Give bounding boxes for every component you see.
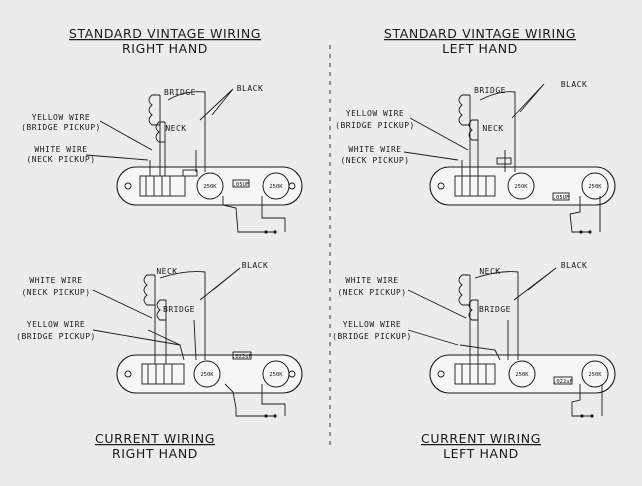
label-yellow-wire: YELLOW WIRE [346,109,404,118]
white-leader [85,154,149,161]
capacitor-label: .022uF [232,354,252,360]
label-yellow-wire: YELLOW WIRE [343,320,401,329]
label-white-wire: WHITE WIRE [34,145,87,154]
black-leader [513,267,557,301]
selector-switch [454,363,496,385]
bridge-pickup-coil [156,299,166,321]
volume-pot [193,360,221,388]
volume-pot [508,360,536,388]
capacitor [232,179,250,188]
label-bridge: BRIDGE [474,86,506,95]
panel-current-left-title: CURRENT WIRING [421,431,541,446]
panel-standard-right-title: STANDARD VINTAGE WIRING [69,26,261,41]
label-black: BLACK [237,84,264,93]
panel-current-right-title: CURRENT WIRING [95,431,215,446]
yellow-leader [409,117,469,151]
label-white-sub: (NECK PICKUP) [26,155,95,164]
panel-current-left: 250K 250K .022uF NECK BRIDGE BLACK WHITE… [332,261,616,461]
label-neck: NECK [482,124,503,133]
yellow-leader [92,329,181,346]
tone-pot [581,360,609,388]
volume-pot-value: 250K [203,184,217,190]
panel-current-right: 250K 250K .022uF NECK BRIDGE BLACK WHITE… [16,261,303,461]
label-neck: NECK [165,124,186,133]
panel-standard-left-subtitle: LEFT HAND [442,41,518,56]
label-yellow-sub: (BRIDGE PICKUP) [335,121,415,130]
panel-standard-right-subtitle: RIGHT HAND [122,41,208,56]
selector-switch [141,363,185,385]
label-neck: NECK [156,267,177,276]
capacitor [553,376,573,385]
capacitor [232,351,252,360]
white-leader [92,289,153,319]
tone-pot-value: 250K [588,184,602,190]
black-leader [199,267,241,301]
label-bridge: BRIDGE [164,88,196,97]
plate-screw [124,182,132,190]
neck-pickup-coil [143,274,155,306]
label-white-wire: WHITE WIRE [348,145,401,154]
volume-pot-value: 250K [515,372,529,378]
volume-pot [196,172,224,200]
neck-pickup-coil [458,274,470,306]
volume-pot [507,172,535,200]
capacitor-label: .05UF [233,182,250,188]
label-yellow-wire: YELLOW WIRE [32,113,90,122]
selector-switch [139,175,186,197]
panel-current-left-subtitle: LEFT HAND [443,446,519,461]
yellow-leader [99,120,153,151]
jack-wires [569,196,601,233]
label-black: BLACK [561,80,588,89]
capacitor-small [496,157,512,165]
jack-wires [571,384,603,417]
capacitor-label: .022uF [553,379,573,385]
label-bridge: BRIDGE [163,305,195,314]
tone-pot-value: 250K [269,184,283,190]
tone-pot [262,172,290,200]
capacitor [552,192,570,201]
volume-pot-value: 250K [514,184,528,190]
capacitor-label: .05UF [553,195,570,201]
bridge-pickup-coil [458,94,470,126]
tone-pot-value: 250K [269,372,283,378]
neck-pickup-coil [155,121,165,143]
jack-wires [222,196,286,233]
tone-pot [581,172,609,200]
label-yellow-sub: (BRIDGE PICKUP) [332,332,412,341]
label-black: BLACK [561,261,588,270]
label-white-sub: (NECK PICKUP) [337,288,406,297]
black-leader [511,83,545,119]
white-leader [407,289,467,319]
yellow-leader [407,329,459,346]
tone-pot-value: 250K [588,372,602,378]
label-black: BLACK [242,261,269,270]
jack-wires [224,383,286,417]
label-white-wire: WHITE WIRE [345,276,398,285]
label-neck: NECK [479,267,500,276]
label-yellow-sub: (BRIDGE PICKUP) [21,123,101,132]
capacitor-small [182,169,198,177]
label-white-sub: (NECK PICKUP) [21,288,90,297]
label-yellow-sub: (BRIDGE PICKUP) [16,332,96,341]
panel-standard-right: STANDARD VINTAGE WIRING RIGHT HAND 250K … [21,26,303,234]
label-bridge: BRIDGE [479,305,511,314]
selector-switch [454,175,496,197]
panel-current-right-subtitle: RIGHT HAND [112,446,198,461]
panel-standard-left-title: STANDARD VINTAGE WIRING [384,26,576,41]
label-yellow-wire: YELLOW WIRE [27,320,85,329]
bridge-pickup-coil [148,94,160,126]
black-leader [199,88,234,121]
panel-standard-left: STANDARD VINTAGE WIRING LEFT HAND 250K 2… [335,26,616,234]
tone-pot [262,360,290,388]
white-leader [403,151,459,161]
volume-pot-value: 250K [200,372,214,378]
label-white-sub: (NECK PICKUP) [340,156,409,165]
label-white-wire: WHITE WIRE [29,276,82,285]
